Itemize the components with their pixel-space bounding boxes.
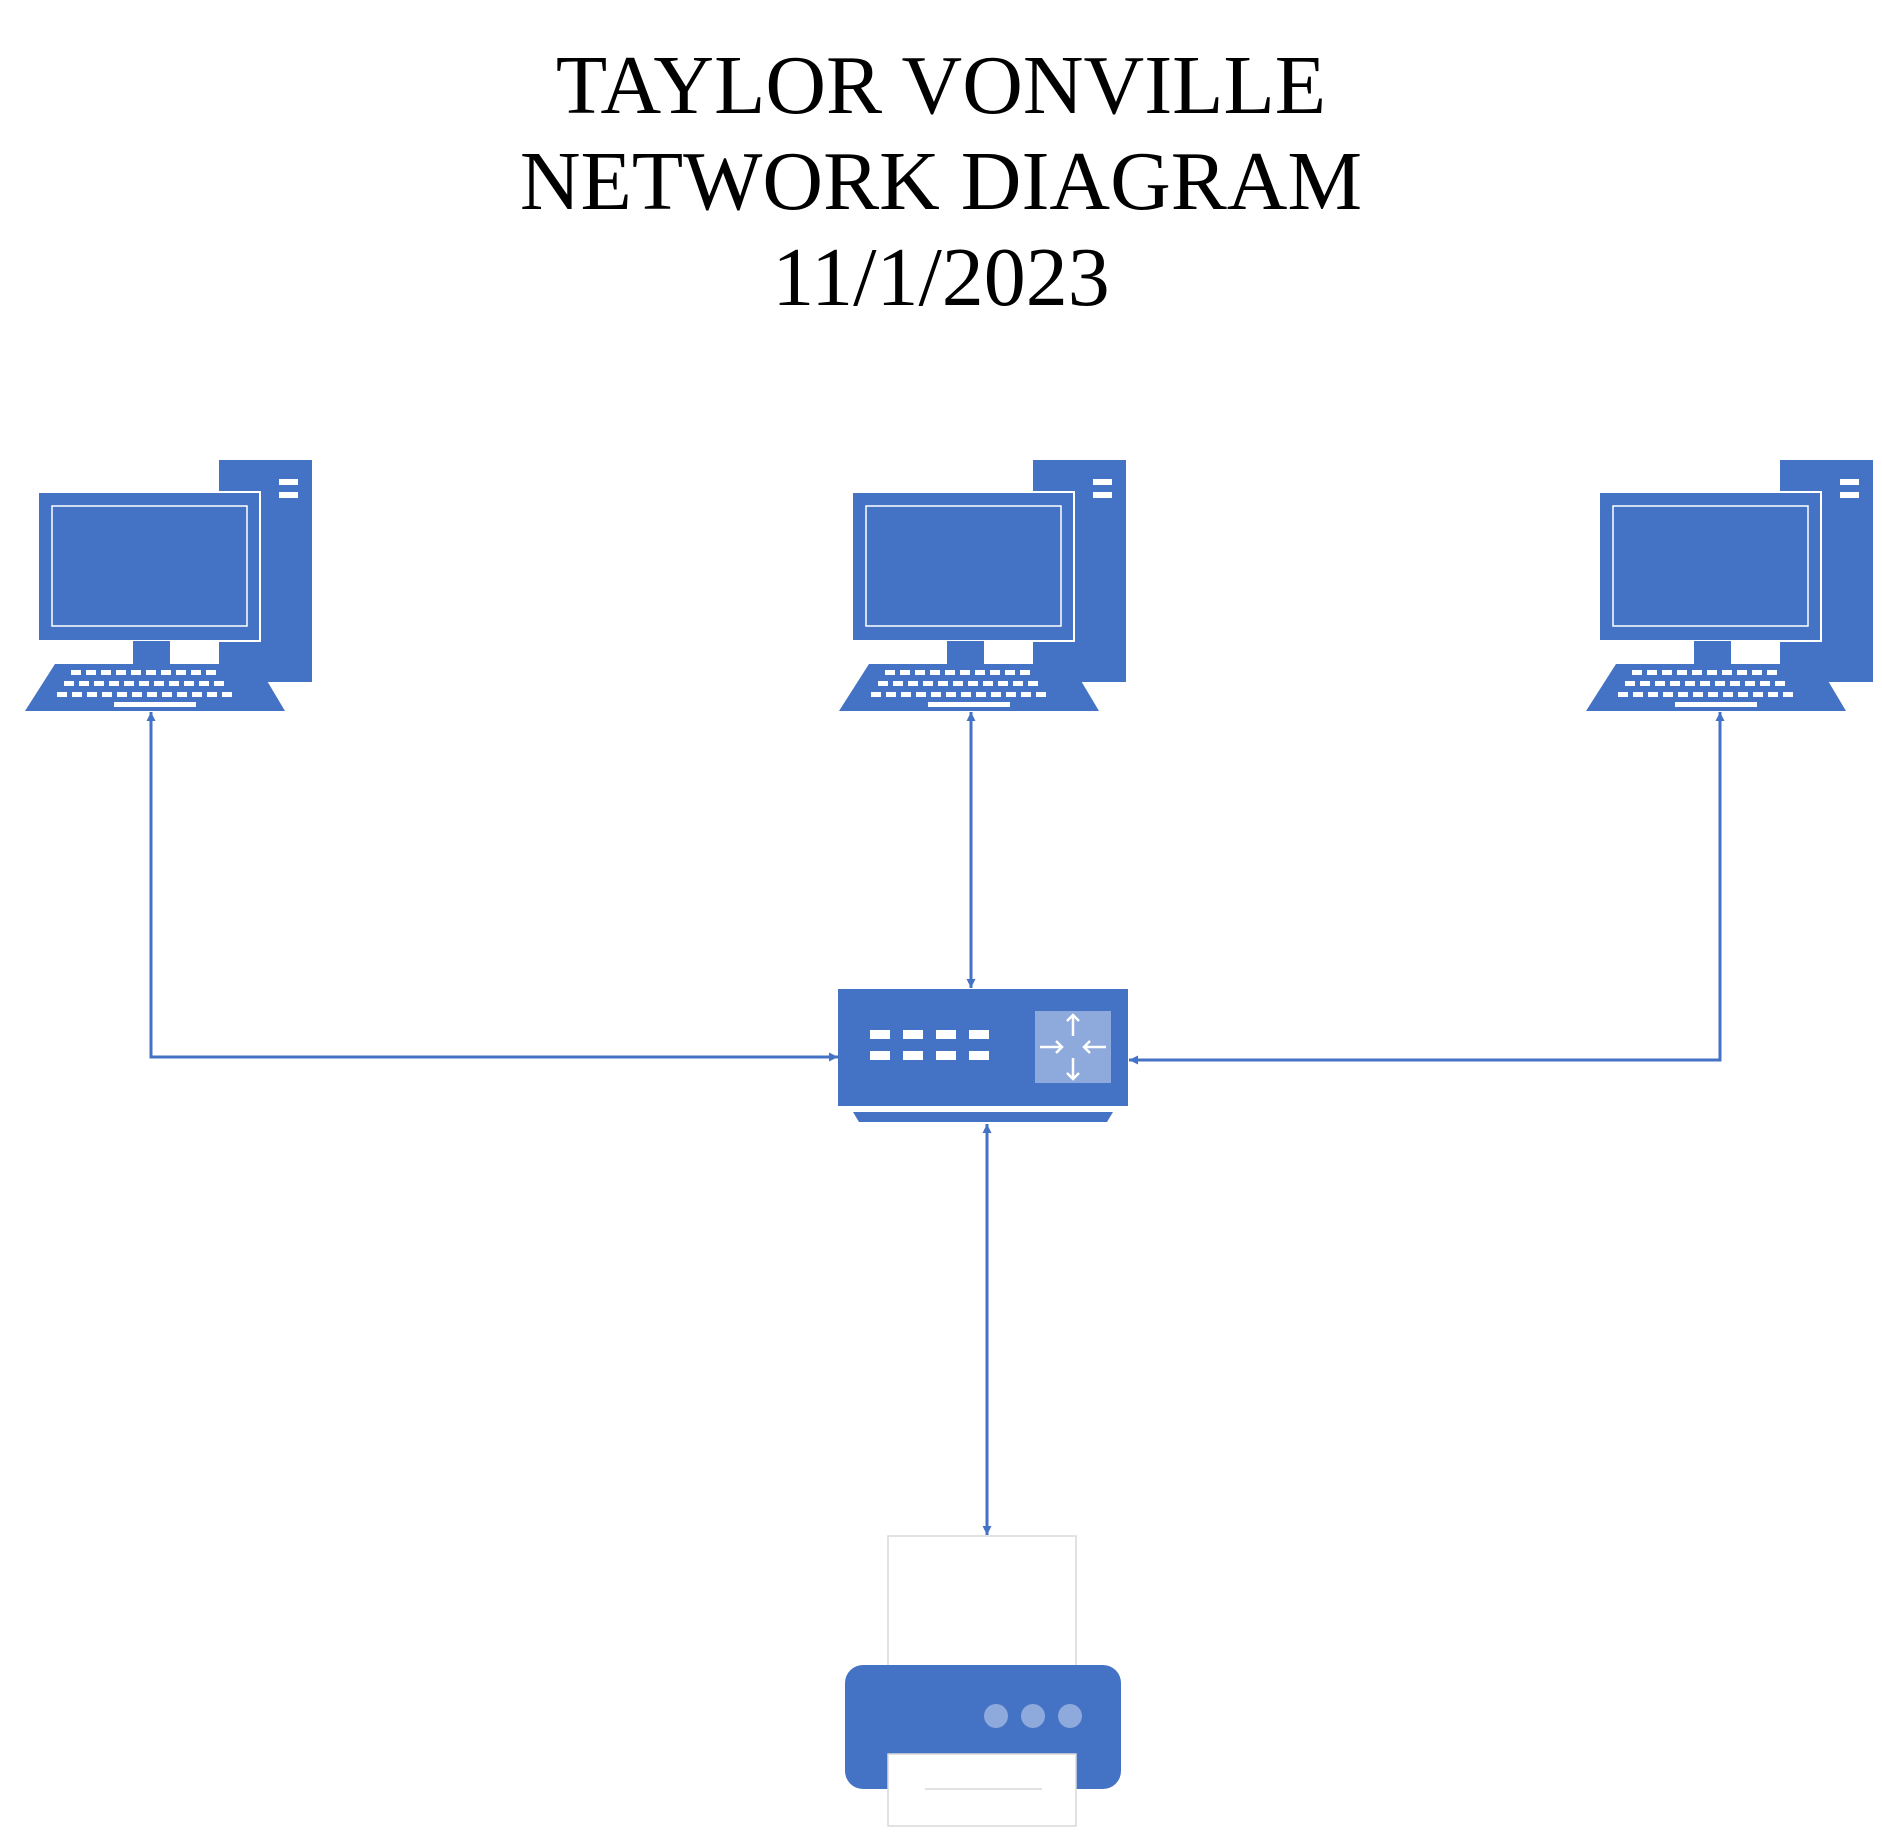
desktop-computer-icon[interactable] [1585, 460, 1874, 712]
network-switch-icon[interactable] [838, 989, 1128, 1122]
desktop-computer-icon[interactable] [24, 460, 313, 712]
title-line-subtitle: NETWORK DIAGRAM [519, 135, 1363, 228]
switch-ports [870, 1030, 989, 1060]
edge-right-computer-to-switch [1129, 712, 1725, 1065]
printer-icon[interactable] [845, 1535, 1121, 1827]
diagram-title: TAYLOR VONVILLE NETWORK DIAGRAM 11/1/202… [0, 38, 1882, 326]
title-date: 11/1/2023 [772, 231, 1110, 324]
edge-left-computer-to-switch [146, 712, 838, 1062]
connectors [146, 712, 1725, 1535]
desktop-computer-icon[interactable] [838, 460, 1127, 712]
title-line-name: TAYLOR VONVILLE [555, 39, 1327, 132]
